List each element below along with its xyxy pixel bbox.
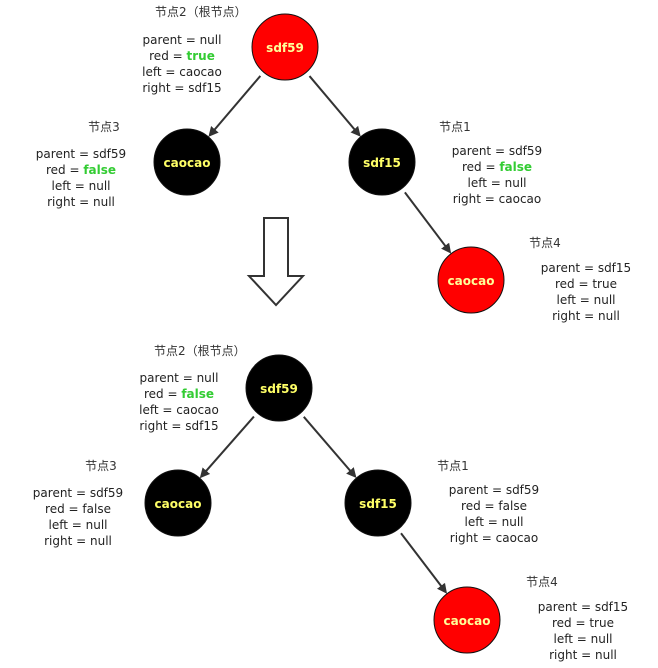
edge-before-n2-to-n1 <box>308 75 361 137</box>
node-value-before-n4: caocao <box>448 274 495 288</box>
edge-before-n2-to-n3 <box>208 75 262 137</box>
node-value-after-n3: caocao <box>155 497 202 511</box>
node-value-before-n2: sdf59 <box>266 41 304 55</box>
node-field-after-n4-3: right = null <box>549 648 617 662</box>
node-field-after-n4-2: left = null <box>554 632 613 646</box>
node-field-after-n3-1: red = false <box>45 502 111 516</box>
tree-node-after-n4 <box>433 586 501 654</box>
edge-after-n2-to-n1 <box>303 416 357 478</box>
node-title-after-n2: 节点2（根节点） <box>154 344 246 358</box>
node-value-after-n1: sdf15 <box>359 497 397 511</box>
node-field-after-n2-2: left = caocao <box>139 403 219 417</box>
red-flag-value: true <box>187 49 215 63</box>
node-field-after-n3-2: left = null <box>49 518 108 532</box>
node-field-before-n4-3: right = null <box>552 309 620 323</box>
node-field-before-n2-1: red = true <box>149 49 215 63</box>
red-flag-value: false <box>499 160 532 174</box>
tree-node-after-n2 <box>245 354 313 422</box>
node-field-after-n1-2: left = null <box>465 515 524 529</box>
node-field-before-n4-2: left = null <box>557 293 616 307</box>
tree-node-before-n3 <box>153 128 221 196</box>
node-title-after-n3: 节点3 <box>85 459 117 473</box>
node-field-after-n2-1: red = false <box>144 387 214 401</box>
tree-node-before-n1 <box>348 128 416 196</box>
tree-node-before-n4 <box>437 246 505 314</box>
node-field-before-n3-1: red = false <box>46 163 116 177</box>
node-field-after-n1-3: right = caocao <box>450 531 538 545</box>
tree-node-before-n2 <box>251 13 319 81</box>
edge-after-n2-to-n3 <box>199 415 255 479</box>
down-arrow-icon <box>246 217 306 307</box>
edge-before-n1-to-n4 <box>404 191 452 254</box>
node-field-after-n3-0: parent = sdf59 <box>33 486 123 500</box>
edge-after-n1-to-n4 <box>400 532 448 594</box>
node-value-after-n4: caocao <box>444 614 491 628</box>
node-value-before-n3: caocao <box>164 156 211 170</box>
node-title-before-n3: 节点3 <box>88 120 120 134</box>
node-field-before-n1-2: left = null <box>468 176 527 190</box>
node-field-before-n2-0: parent = null <box>143 33 222 47</box>
node-field-before-n2-3: right = sdf15 <box>142 81 221 95</box>
node-field-after-n4-0: parent = sdf15 <box>538 600 628 614</box>
node-field-before-n2-2: left = caocao <box>142 65 222 79</box>
node-value-before-n1: sdf15 <box>363 156 401 170</box>
node-value-after-n2: sdf59 <box>260 382 298 396</box>
red-flag-value: false <box>181 387 214 401</box>
tree-node-after-n1 <box>344 469 412 537</box>
node-title-before-n2: 节点2（根节点） <box>155 5 247 19</box>
node-title-after-n1: 节点1 <box>437 459 469 473</box>
red-flag-value: false <box>83 163 116 177</box>
node-field-after-n2-0: parent = null <box>140 371 219 385</box>
node-field-before-n3-0: parent = sdf59 <box>36 147 126 161</box>
node-title-before-n4: 节点4 <box>529 236 561 250</box>
node-title-after-n4: 节点4 <box>526 575 558 589</box>
node-title-before-n1: 节点1 <box>439 120 471 134</box>
tree-node-after-n3 <box>144 469 212 537</box>
node-field-after-n4-1: red = true <box>552 616 614 630</box>
node-field-after-n3-3: right = null <box>44 534 112 548</box>
node-field-before-n1-3: right = caocao <box>453 192 541 206</box>
node-field-before-n1-1: red = false <box>462 160 532 174</box>
node-field-before-n4-0: parent = sdf15 <box>541 261 631 275</box>
node-field-after-n1-0: parent = sdf59 <box>449 483 539 497</box>
node-field-after-n1-1: red = false <box>461 499 527 513</box>
node-field-before-n4-1: red = true <box>555 277 617 291</box>
node-field-before-n1-0: parent = sdf59 <box>452 144 542 158</box>
node-field-before-n3-3: right = null <box>47 195 115 209</box>
node-field-after-n2-3: right = sdf15 <box>139 419 218 433</box>
node-field-before-n3-2: left = null <box>52 179 111 193</box>
